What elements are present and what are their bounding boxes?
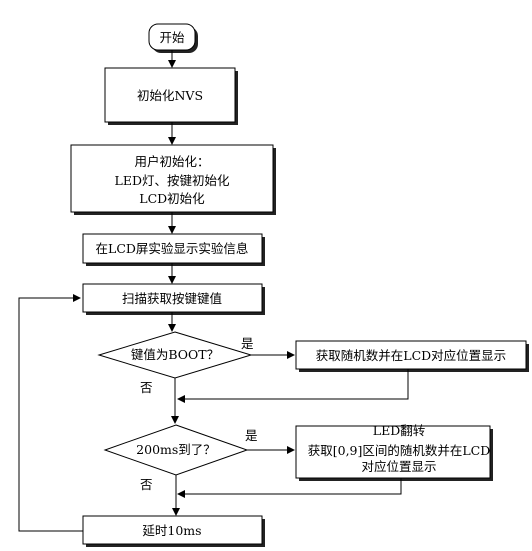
delay-node: 延时10ms (82, 515, 265, 547)
is-boot-decision: 键值为BOOT？ (97, 331, 253, 379)
is-200ms-decision: 200ms到了？ (103, 424, 249, 476)
user-init-node: 用户初始化： LED灯、按键初始化 LCD初始化 (70, 144, 276, 215)
is-200ms-label: 200ms到了？ (136, 442, 216, 457)
scan-keys-label: 扫描获取按键键值 (122, 291, 222, 306)
boot-yes-label: 是 (241, 336, 254, 351)
edge-led-merge (177, 478, 402, 498)
scan-keys-node: 扫描获取按键键值 (82, 283, 265, 315)
led-random-line-1: LED翻转 (373, 423, 425, 438)
start-node: 开始 (148, 23, 198, 53)
random-show-node: 获取随机数并在LCD对应位置显示 (295, 340, 529, 372)
edge-loop-back (18, 294, 83, 532)
start-label: 开始 (159, 30, 185, 45)
user-init-line-2: LED灯、按键初始化 (115, 173, 230, 188)
init-nvs-label: 初始化NVS (137, 88, 203, 103)
show-info-node: 在LCD屏实验显示实验信息 (82, 233, 265, 266)
init-nvs-node: 初始化NVS (104, 67, 238, 125)
led-random-node: LED翻转 获取[0,9]区间的随机数并在LCD 对应位置显示 (295, 423, 493, 481)
user-init-line-1: 用户初始化： (134, 154, 209, 169)
delay-label: 延时10ms (142, 523, 201, 538)
show-info-label: 在LCD屏实验显示实验信息 (96, 241, 249, 256)
random-show-label: 获取随机数并在LCD对应位置显示 (316, 348, 506, 363)
200ms-yes-label: 是 (245, 428, 258, 443)
boot-no-label: 否 (140, 380, 153, 395)
is-boot-label: 键值为BOOT？ (131, 347, 219, 362)
user-init-line-3: LCD初始化 (139, 191, 205, 206)
edge-random-merge (177, 369, 409, 403)
led-random-line-2: 获取[0,9]区间的随机数并在LCD (308, 443, 491, 458)
200ms-no-label: 否 (140, 477, 153, 492)
led-random-line-3: 对应位置显示 (361, 459, 436, 474)
